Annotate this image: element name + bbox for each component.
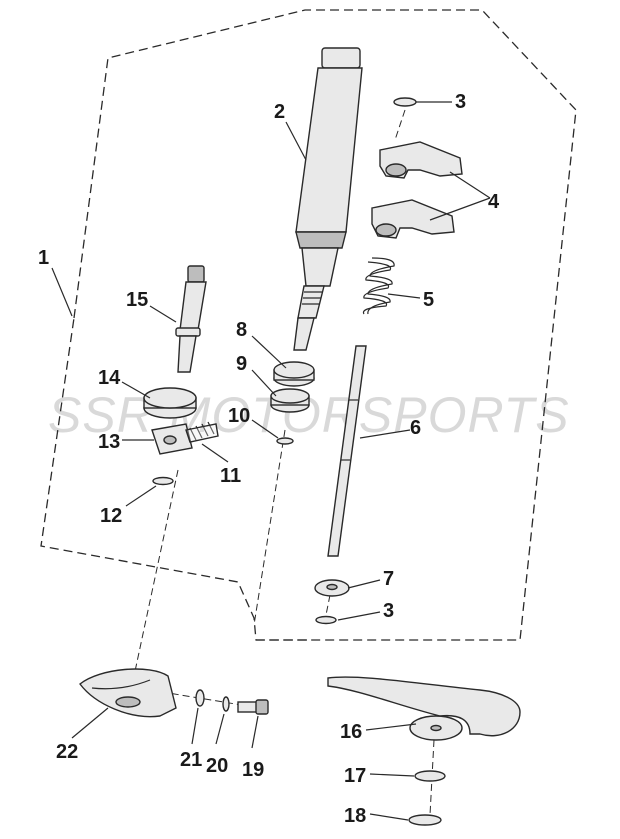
callout-15: 15 [126, 289, 148, 311]
shaft-15 [175, 265, 207, 373]
callout-4: 4 [488, 191, 500, 213]
washer-21 [195, 689, 205, 707]
assembly-boundary [40, 9, 577, 641]
callout-17: 17 [344, 765, 366, 787]
callout-3-top: 3 [455, 91, 466, 113]
callout-10: 10 [228, 405, 250, 427]
callout-9: 9 [236, 353, 247, 375]
spring-11 [185, 421, 219, 443]
bolt-19 [237, 699, 269, 715]
shift-forks [371, 141, 463, 239]
callout-20: 20 [206, 755, 228, 777]
cam-13 [151, 423, 193, 455]
cover-22 [79, 668, 177, 718]
callout-22: 22 [56, 741, 78, 763]
gear-9 [270, 388, 310, 413]
callout-14: 14 [98, 367, 121, 389]
lever-16 [327, 676, 521, 741]
callout-16: 16 [340, 721, 362, 743]
callout-6: 6 [410, 417, 421, 439]
callout-7: 7 [383, 568, 394, 590]
circlip-top [393, 97, 417, 107]
clip-12 [152, 476, 174, 486]
circlip-bottom [315, 615, 337, 625]
callout-12: 12 [100, 505, 122, 527]
gear-8 [273, 361, 315, 387]
callout-11: 11 [220, 465, 241, 487]
washer-17 [414, 770, 446, 782]
washer-20 [222, 696, 230, 712]
callout-21: 21 [180, 749, 202, 771]
callout-8: 8 [236, 319, 247, 341]
leader-lines [51, 101, 491, 821]
washer-18 [408, 814, 442, 826]
spring [362, 257, 395, 315]
gear-14 [143, 387, 197, 419]
shift-rod [327, 345, 367, 557]
callout-5: 5 [423, 289, 434, 311]
callout-2: 2 [274, 101, 285, 123]
callout-13: 13 [98, 431, 120, 453]
washer [314, 579, 350, 597]
callout-19: 19 [242, 759, 264, 781]
callout-1: 1 [38, 247, 49, 269]
clip-10 [276, 437, 294, 445]
callout-3-bottom: 3 [383, 600, 394, 622]
callout-18: 18 [344, 805, 366, 827]
shift-shaft [293, 47, 363, 351]
